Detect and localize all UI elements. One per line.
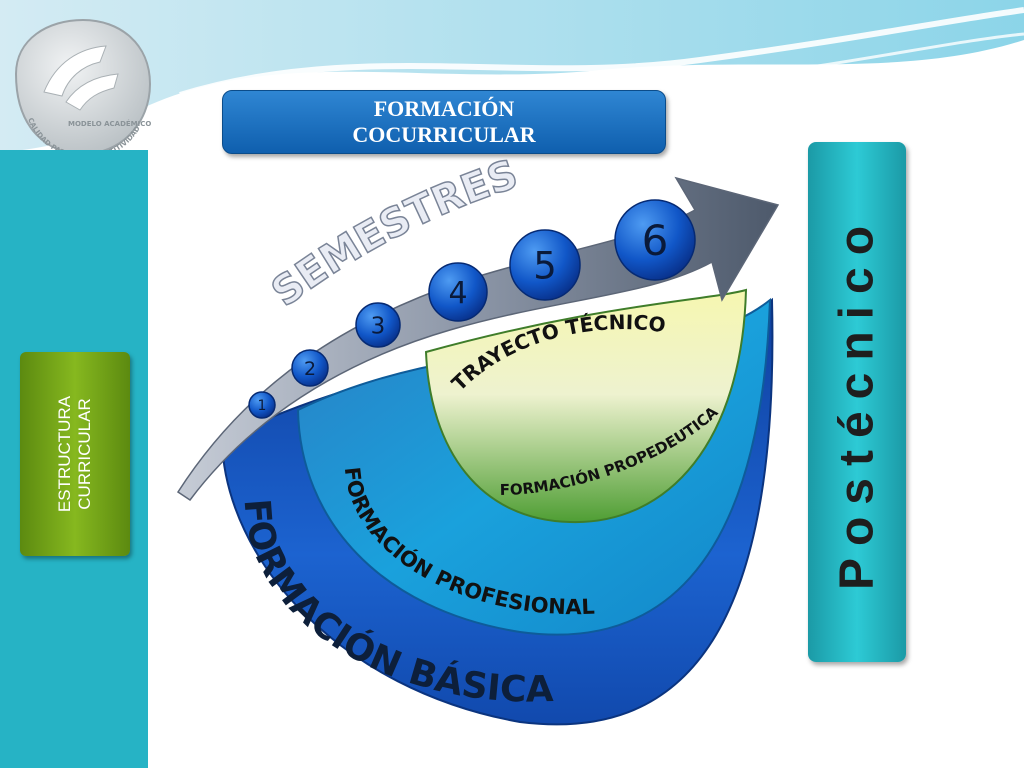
semester-number: 2 [304, 358, 316, 380]
banner-line2: COCURRICULAR [352, 122, 536, 147]
semester-circle-shape [291, 349, 329, 387]
semester-number: 5 [533, 244, 557, 287]
semester-circle-shape [248, 391, 276, 419]
semester-circle-6: 6 [614, 199, 696, 281]
estructura-curricular-box: ESTRUCTURA CURRICULAR [20, 352, 130, 556]
semester-circle-shape [428, 262, 488, 322]
semester-circle-4: 4 [428, 262, 488, 322]
semester-markers: 1 2 3 4 5 6 [248, 199, 696, 419]
semester-number: 6 [642, 216, 669, 265]
banner-line1: FORMACIÓN [373, 96, 515, 121]
semester-circle-3: 3 [355, 302, 401, 348]
semester-circle-5: 5 [509, 229, 581, 301]
trayecto-tecnico-layer [424, 288, 748, 524]
semester-circle-shape [509, 229, 581, 301]
semester-number: 4 [448, 276, 467, 311]
semester-circle-shape [614, 199, 696, 281]
semester-number: 3 [371, 313, 386, 339]
postecnico-box: Postécnico [808, 142, 906, 662]
semester-circle-1: 1 [248, 391, 276, 419]
semester-circle-shape [355, 302, 401, 348]
semester-circle-2: 2 [291, 349, 329, 387]
banner-formacion-cocurricular: FORMACIÓN COCURRICULAR [222, 90, 666, 154]
logo-text: MODELO ACADÉMICO [68, 119, 151, 128]
semester-number: 1 [258, 398, 267, 414]
